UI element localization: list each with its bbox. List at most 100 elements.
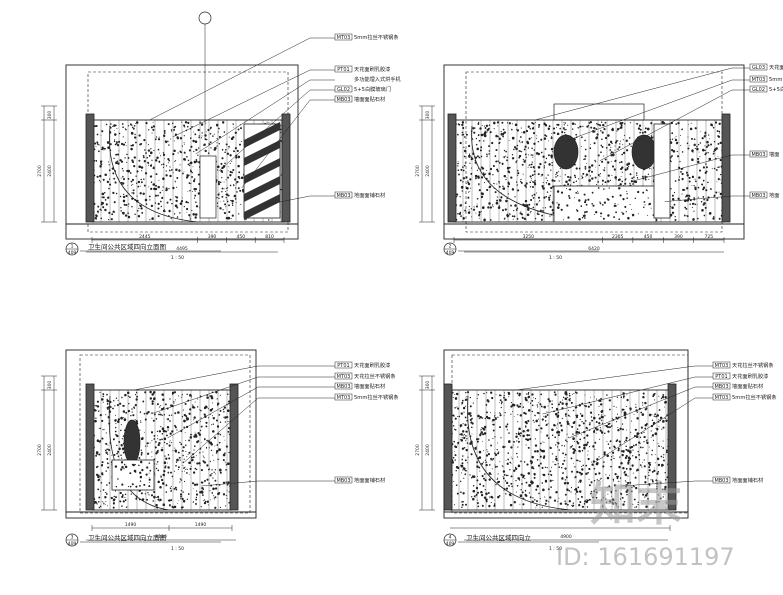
vanity-counter xyxy=(553,185,657,223)
material-code-box xyxy=(334,65,353,73)
scale-label: 1 : 50 xyxy=(171,546,184,552)
vertical-dimension-label: 300 xyxy=(47,381,53,390)
sheet-number: 409 xyxy=(446,541,455,547)
material-note: 地面面铺石材 xyxy=(354,191,385,199)
horizontal-dimension-label: 3250 xyxy=(523,234,535,240)
elevation-title: 卫生间公共区域四向立 xyxy=(466,533,532,542)
horizontal-dimension-label: 1490 xyxy=(195,522,207,528)
leader-line xyxy=(664,195,750,202)
vertical-dimension-label: 2400 xyxy=(47,444,53,456)
scale-label: 1 : 50 xyxy=(549,546,562,552)
watermark-id: ID: 161691197 xyxy=(556,543,735,571)
stone-texture xyxy=(451,391,669,509)
material-code: MB03 xyxy=(336,97,350,103)
oval-mirror xyxy=(123,419,141,465)
material-note: 5+5白膜玻璃门 xyxy=(354,85,391,93)
right-column xyxy=(667,383,677,511)
leader-line xyxy=(515,365,713,391)
material-code-box xyxy=(334,95,353,103)
leader-line xyxy=(632,154,750,182)
stone-texture xyxy=(92,390,231,509)
oval-mirror xyxy=(553,134,579,170)
material-code: MB03 xyxy=(336,193,350,199)
glass-door-stripe xyxy=(244,176,280,202)
material-note: 墙面 xyxy=(769,150,779,158)
hand-dryer-niche xyxy=(199,155,217,219)
material-code: MT03 xyxy=(337,35,351,41)
drawing-number: 2 xyxy=(449,244,452,250)
leader-line xyxy=(241,99,335,189)
leader-line xyxy=(542,376,713,415)
material-note: 地面面铺石材 xyxy=(732,476,763,484)
material-note: 天花面 xyxy=(769,63,783,71)
horizontal-dimension-label: 2305 xyxy=(612,234,624,240)
material-note: 天花面刷乳胶漆 xyxy=(354,65,390,73)
material-code-box xyxy=(334,372,353,380)
material-note: 墙面面贴石材 xyxy=(354,95,385,103)
material-note: 天花面刷乳胶漆 xyxy=(732,372,768,380)
leader-line xyxy=(195,79,335,155)
left-column xyxy=(85,113,95,223)
material-note: 墙面面贴石材 xyxy=(732,382,763,390)
leader-line xyxy=(150,376,335,415)
material-note: 天花面刷乳胶漆 xyxy=(354,361,390,369)
material-note: 5mm xyxy=(769,77,782,83)
leader-line xyxy=(201,480,335,487)
sheet-number: 409 xyxy=(68,250,77,256)
material-note: 5mm拉丝不锈钢条 xyxy=(354,393,399,401)
vertical-dimension-label: 300 xyxy=(425,111,431,120)
material-code: GL02 xyxy=(337,87,350,93)
ceiling-outline-dashed xyxy=(79,354,251,514)
drawing-number: 4 xyxy=(449,535,452,541)
material-code-box xyxy=(334,382,353,390)
leader-line xyxy=(149,37,335,121)
material-note: 多功能埋入式烘手机 xyxy=(354,75,402,83)
drawing-number: 1 xyxy=(71,244,74,250)
stone-speckle xyxy=(93,121,282,221)
material-code-box xyxy=(334,393,353,401)
door-panel xyxy=(653,123,671,219)
scale-label: 1 : 50 xyxy=(171,255,184,261)
material-code-box xyxy=(749,191,768,199)
vertical-dimension-label: 2700 xyxy=(37,165,43,177)
mirror-header xyxy=(553,103,645,121)
material-code-box xyxy=(334,191,353,199)
total-dimension-label: 4495 xyxy=(176,246,188,252)
material-code-box xyxy=(334,33,353,41)
glass-door-stripe xyxy=(244,194,280,220)
material-code: MB03 xyxy=(336,384,350,390)
horizontal-dimension-label: 1490 xyxy=(125,522,137,528)
material-code: MT03 xyxy=(337,395,351,401)
horizontal-dimension-label: 390 xyxy=(208,234,217,240)
material-code: MT03 xyxy=(715,395,729,401)
leader-line xyxy=(172,69,335,138)
material-code: MB03 xyxy=(336,478,350,484)
material-note: 天花拉丝不锈钢条 xyxy=(732,361,774,369)
material-code-box xyxy=(334,476,353,484)
total-dimension-label: 3120 xyxy=(155,534,167,540)
drawing-number: 3 xyxy=(71,535,74,541)
leader-line xyxy=(534,67,750,121)
scale-label: 1 : 50 xyxy=(549,255,562,261)
curved-wall-outline xyxy=(467,395,572,511)
stone-texture xyxy=(455,120,724,222)
material-note: 墙面面贴石材 xyxy=(354,382,385,390)
material-code: MB03 xyxy=(751,193,765,199)
section-marker xyxy=(198,11,212,25)
horizontal-dimension-label: 450 xyxy=(237,234,246,240)
horizontal-dimension-label: 810 xyxy=(265,234,274,240)
leader-line xyxy=(595,397,713,463)
material-code: MB03 xyxy=(751,152,765,158)
elevation-title: 卫生间公共区域四向立面图 xyxy=(88,533,166,542)
material-code: MT03 xyxy=(715,363,729,369)
right-column xyxy=(281,113,291,223)
stone-speckle xyxy=(92,390,231,509)
oval-mirror xyxy=(631,134,657,170)
room-section-frame xyxy=(65,64,299,240)
vertical-dimension-label: 2700 xyxy=(415,444,421,456)
sheet-number: 409 xyxy=(446,250,455,256)
